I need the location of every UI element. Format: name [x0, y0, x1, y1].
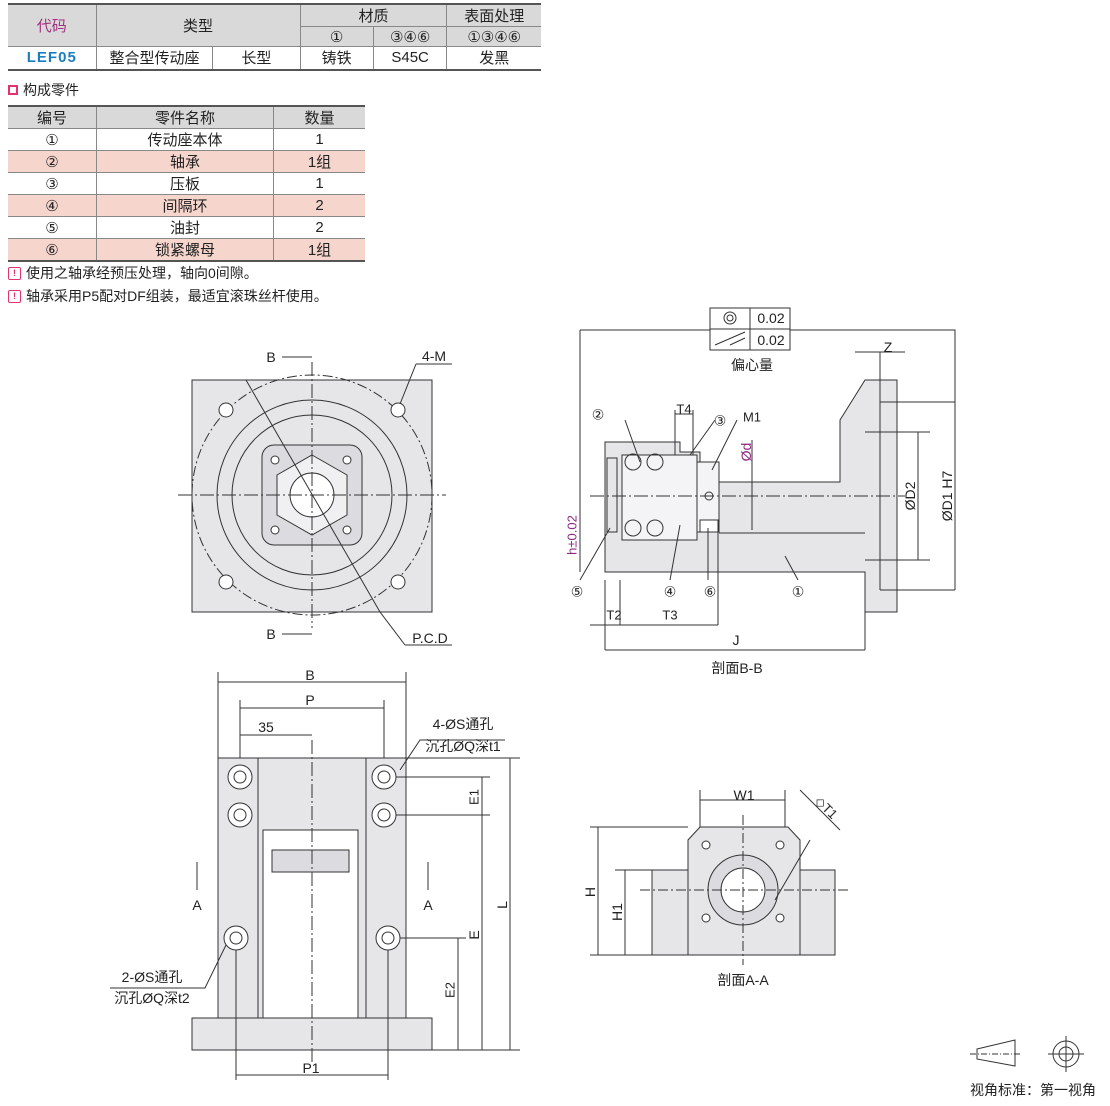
sub-surface: ①③④⑥	[446, 26, 541, 47]
hole-2-label: 2-ØS通孔	[121, 969, 183, 985]
section-title-text: 构成零件	[23, 82, 79, 98]
dim-e2: E2	[442, 982, 458, 998]
dim-p: P	[305, 692, 315, 708]
dim-h1: H1	[609, 903, 625, 921]
first-angle-projection-icon	[970, 1036, 1084, 1072]
note-text: 轴承采用P5配对DF组装，最适宜滚珠丝杆使用。	[26, 288, 328, 304]
warning-icon: !	[8, 266, 21, 280]
holes-label: 4-M	[421, 348, 447, 364]
dim-t3: T3	[662, 607, 678, 623]
header-type: 类型	[96, 3, 301, 47]
callout: ⑥	[703, 583, 717, 600]
type-value: 整合型传动座	[96, 46, 214, 70]
dim-h-tolerance: h±0.02	[564, 515, 580, 555]
dim-w1: W1	[733, 787, 755, 803]
section-label-a: A	[192, 897, 202, 913]
dim-d2: ØD2	[902, 481, 918, 511]
section-aa-view	[590, 789, 850, 965]
parts-section-title: 构成零件	[8, 80, 79, 100]
dim-p1: P1	[302, 1060, 320, 1076]
note: ! 使用之轴承经预压处理，轴向0间隙。	[8, 263, 258, 283]
dim-d1: ØD1 H7	[939, 470, 955, 522]
section-label-a: A	[423, 897, 433, 913]
surface-value: 发黑	[446, 46, 541, 70]
section-aa-title: 剖面A-A	[717, 972, 769, 988]
counterbore-4-label: 沉孔ØQ深t1	[425, 738, 501, 754]
note-text: 使用之轴承经预压处理，轴向0间隙。	[26, 265, 258, 281]
header-surface: 表面处理	[446, 3, 541, 27]
dim-l: L	[494, 901, 510, 909]
material-1-value: 铸铁	[300, 46, 374, 70]
front-view	[178, 356, 452, 646]
dim-m1: M1	[742, 409, 762, 425]
callout: ③	[713, 412, 727, 429]
dim-t2: T2	[606, 607, 622, 623]
projection-label: 视角标准：第一视角	[970, 1082, 1096, 1098]
callout: ⑤	[570, 583, 584, 600]
dim-h: H	[582, 886, 598, 898]
note: ! 轴承采用P5配对DF组装，最适宜滚珠丝杆使用。	[8, 286, 328, 306]
warning-icon: !	[8, 289, 21, 303]
dim-j: J	[732, 632, 740, 648]
callout: ④	[663, 583, 677, 600]
bottom-view	[110, 672, 520, 1080]
section-label-b: B	[266, 349, 276, 365]
col-header: 零件名称	[96, 105, 274, 129]
dim-e: E	[466, 930, 482, 940]
material-2-value: S45C	[373, 46, 448, 70]
hole-4-label: 4-ØS通孔	[432, 716, 494, 732]
sub-material-2: ③④⑥	[373, 26, 448, 47]
pcd-label: P.C.D	[412, 630, 448, 646]
section-label-b: B	[266, 626, 276, 642]
dim-d: Ød	[738, 442, 754, 462]
callout: ①	[791, 583, 805, 600]
square-bullet-icon	[8, 85, 18, 95]
dim-35: 35	[258, 719, 274, 735]
dim-e1: E1	[466, 789, 482, 805]
counterbore-2-label: 沉孔ØQ深t2	[114, 990, 190, 1006]
code-value: LEF05	[8, 46, 97, 70]
dim-t4: T4	[676, 401, 692, 417]
callout: ②	[591, 406, 605, 423]
col-header: 编号	[8, 105, 97, 129]
header-material: 材质	[300, 3, 448, 27]
sub-material-1: ①	[300, 26, 374, 47]
section-bb-title: 剖面B-B	[711, 660, 763, 676]
tolerance-value: 0.02	[757, 310, 785, 326]
dim-z: Z	[883, 339, 893, 355]
tolerance-value: 0.02	[757, 332, 785, 348]
tolerance-label: 偏心量	[731, 357, 773, 373]
dim-b: B	[305, 667, 315, 683]
header-code: 代码	[8, 3, 97, 47]
length-value: 长型	[212, 46, 301, 70]
section-bb-view	[579, 307, 956, 651]
col-header: 数量	[273, 105, 365, 129]
